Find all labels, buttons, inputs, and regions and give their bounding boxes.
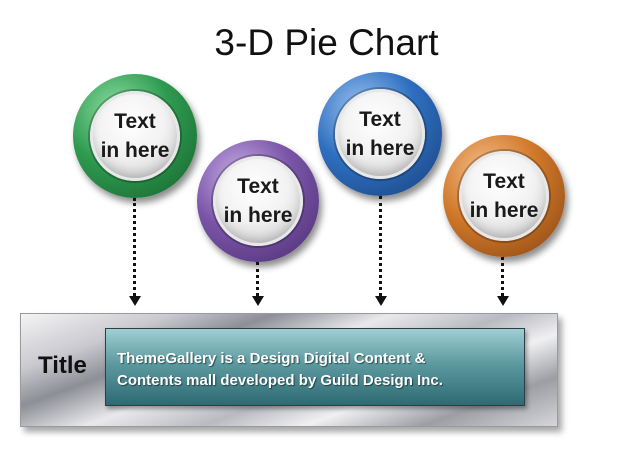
description-text: ThemeGallery is a Design Digital Content… <box>117 350 443 389</box>
connector-green <box>133 198 136 296</box>
blue-node-face: Text in here <box>335 89 425 179</box>
node-text: Text in here <box>223 175 293 227</box>
arrow-down-icon <box>129 296 141 306</box>
node-text: Text in here <box>345 108 415 160</box>
panel-title: Title <box>38 352 87 379</box>
orange-node-face: Text in here <box>459 151 549 241</box>
arrow-down-icon <box>252 296 264 306</box>
purple-node-face: Text in here <box>213 156 303 246</box>
connector-orange <box>501 257 504 296</box>
green-node-face: Text in here <box>90 91 180 181</box>
connector-blue <box>379 196 382 296</box>
connector-purple <box>256 262 259 296</box>
description-box <box>105 328 525 406</box>
arrow-down-icon <box>497 296 509 306</box>
arrow-down-icon <box>375 296 387 306</box>
node-text: Text in here <box>469 170 539 222</box>
page-title: 3-D Pie Chart <box>214 22 439 63</box>
node-text: Text in here <box>100 110 170 162</box>
